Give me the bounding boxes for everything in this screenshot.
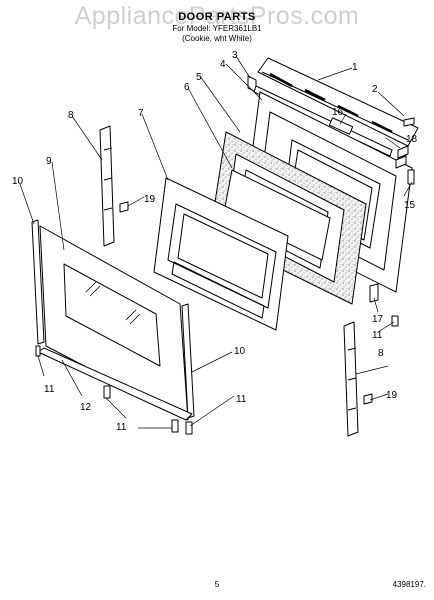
door-hinge-right-part-8 xyxy=(343,321,359,437)
callout-12: 12 xyxy=(80,402,92,413)
callout-6: 6 xyxy=(184,82,190,93)
callout-16: 16 xyxy=(332,107,344,118)
callout-10-right: 10 xyxy=(234,346,246,357)
screw-part-15 xyxy=(407,169,415,185)
callout-8-left: 8 xyxy=(68,110,74,121)
clip-part-17 xyxy=(369,283,379,303)
door-hinge-left-part-8 xyxy=(99,125,115,247)
callout-5: 5 xyxy=(196,72,202,83)
inner-window-glass xyxy=(223,169,331,261)
door-handle-part-1 xyxy=(257,57,419,147)
screw-part-2 xyxy=(403,117,415,127)
callout-7: 7 xyxy=(138,108,144,119)
bottom-trim-part-12 xyxy=(37,347,193,421)
callout-leaders xyxy=(19,55,413,429)
callout-11-a: 11 xyxy=(372,330,383,341)
callout-1: 1 xyxy=(352,62,358,73)
badge-part-16 xyxy=(328,117,354,135)
inner-door-liner-part-7 xyxy=(153,177,289,331)
callout-19-a: 19 xyxy=(144,194,156,205)
side-trim-left-part-10 xyxy=(31,219,45,345)
clip-part-18 xyxy=(395,145,409,169)
callout-11-b: 11 xyxy=(44,384,55,395)
callout-10-left: 10 xyxy=(12,176,24,187)
callout-9: 9 xyxy=(46,156,52,167)
clip-part-19 xyxy=(119,201,373,405)
callout-17: 17 xyxy=(372,314,384,325)
callout-19-b: 19 xyxy=(386,390,398,401)
callout-15: 15 xyxy=(404,200,416,211)
callout-3: 3 xyxy=(232,50,238,61)
side-trim-right-part-10 xyxy=(181,303,195,419)
color-line: (Cookie, wht White) xyxy=(182,34,252,43)
page-number: 5 xyxy=(214,580,220,589)
callout-18: 18 xyxy=(406,134,418,145)
document-code: 4398197. xyxy=(392,580,426,589)
callout-2: 2 xyxy=(372,84,378,95)
callout-11-c: 11 xyxy=(236,394,247,405)
watermark: AppliancePartsPros.com xyxy=(74,2,360,30)
callout-11-d: 11 xyxy=(116,422,127,433)
model-line: For Model: YFER361LB1 xyxy=(172,24,262,33)
screw-part-11 xyxy=(35,315,399,435)
outer-glass-panel-part-9 xyxy=(39,225,189,421)
diagram-title: DOOR PARTS xyxy=(178,11,256,23)
callout-4: 4 xyxy=(220,59,226,70)
callout-8-right: 8 xyxy=(378,348,384,359)
